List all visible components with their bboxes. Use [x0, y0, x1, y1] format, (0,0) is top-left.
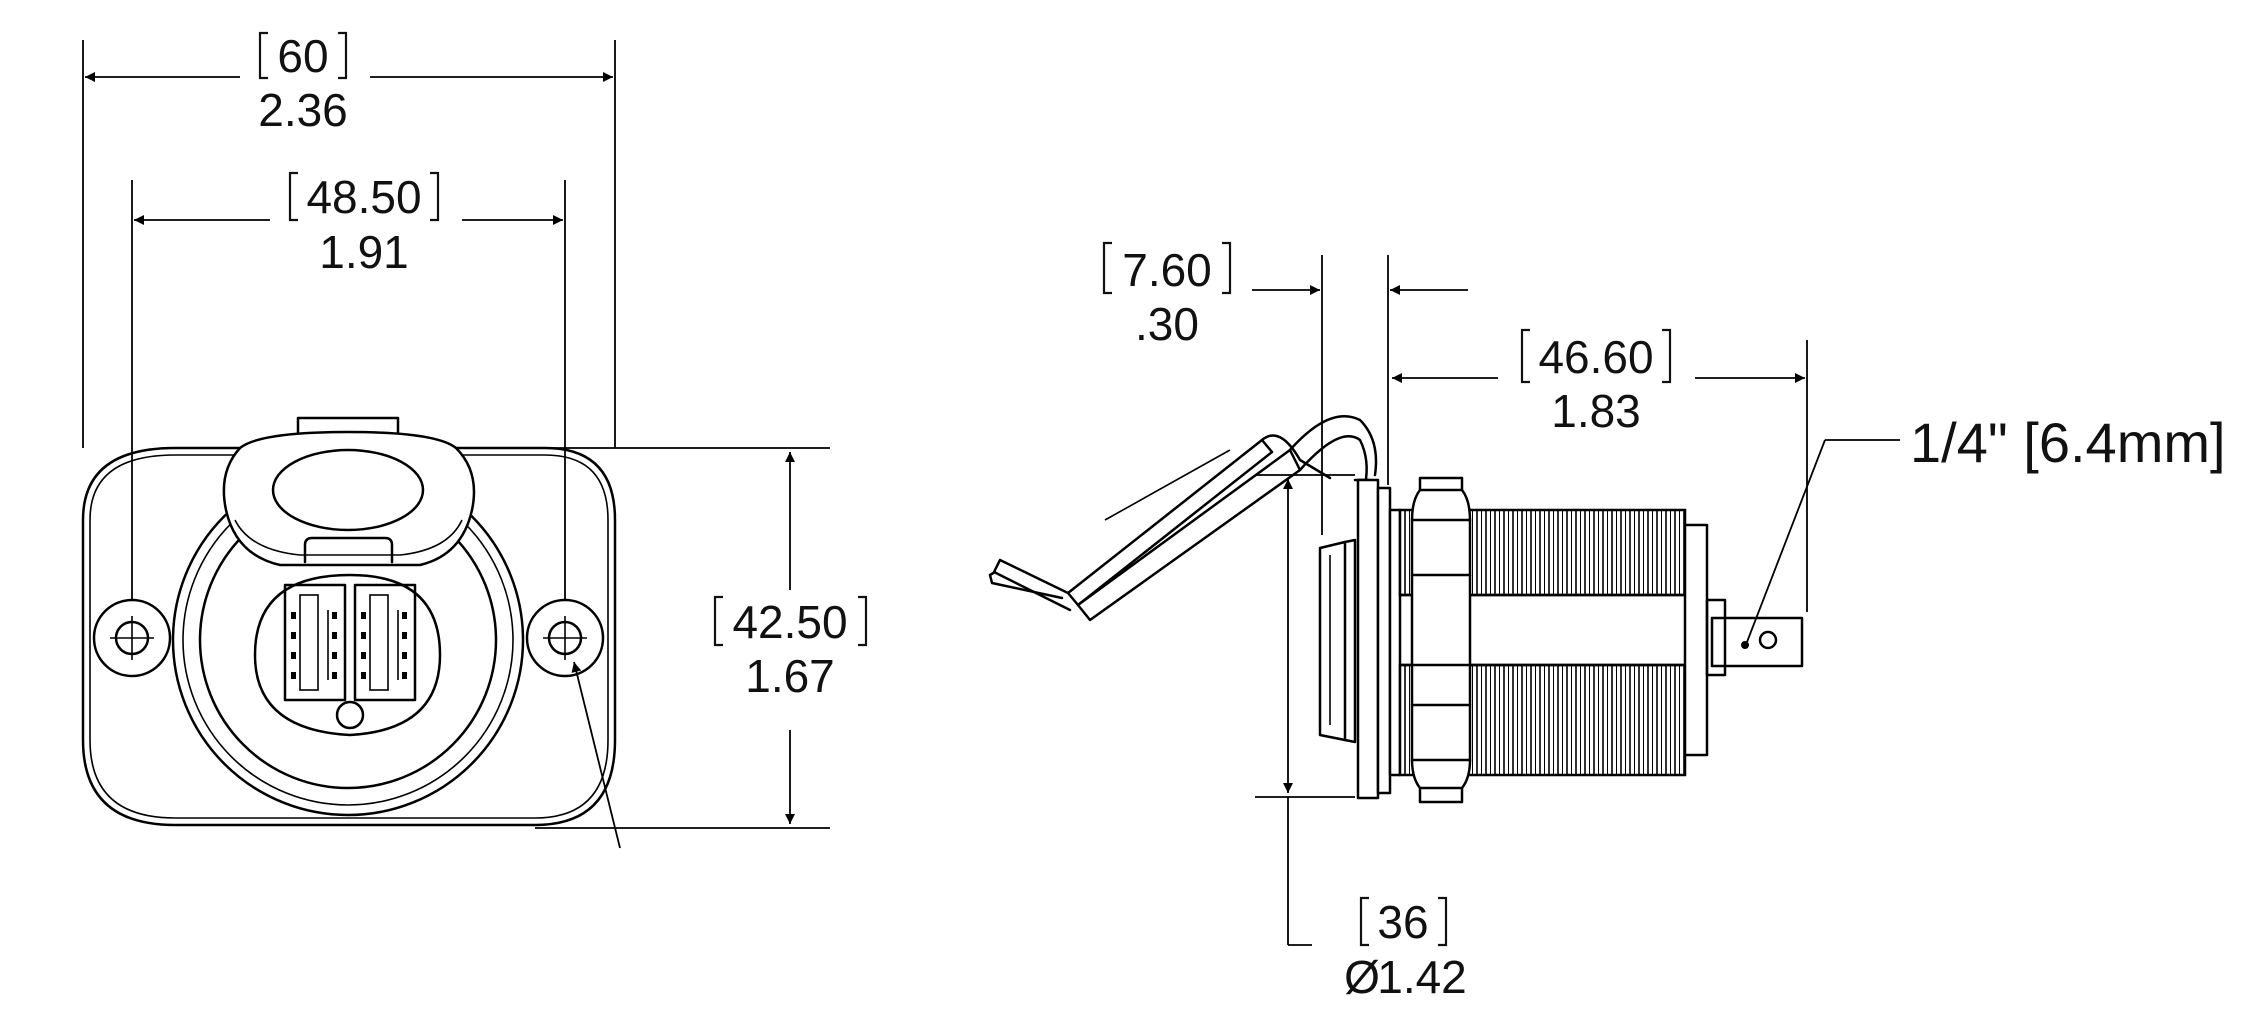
- hole-spacing-metric: 48.50: [306, 171, 421, 223]
- usb-port-left: [283, 583, 347, 702]
- diameter-symbol: Ø: [1344, 951, 1380, 1003]
- overall-width-imperial: 2.36: [258, 84, 348, 136]
- usb-opening: [253, 573, 442, 737]
- diameter-imperial: 1.42: [1377, 951, 1467, 1003]
- side-view: 7.60 .30 46.60 1.83 36 Ø 1.42: [988, 241, 2226, 1003]
- side-front-bezel: [1318, 538, 1357, 744]
- hole-spacing-imperial: 1.91: [319, 226, 409, 278]
- dimension-body-length: [1392, 328, 1808, 612]
- height-imperial: 1.67: [745, 650, 835, 702]
- flip-cap: [222, 430, 476, 567]
- mounting-hole-left: [92, 598, 172, 678]
- height-metric: 42.50: [732, 596, 847, 648]
- diameter-metric: 36: [1377, 896, 1428, 948]
- dimension-diameter: [1255, 474, 1448, 947]
- front-view: 60 2.36 48.50 1.91 42.50 1.67: [81, 30, 868, 849]
- hole-leader: [571, 661, 621, 849]
- dimension-flange-thickness: [1102, 241, 1468, 535]
- mounting-plate-inner-edge: [89, 454, 609, 819]
- mounting-hole-right: [525, 598, 605, 678]
- dimension-hole-spacing: [131, 171, 566, 600]
- body-length-metric: 46.60: [1538, 331, 1653, 383]
- cap-hinge-tab: [296, 416, 400, 438]
- terminal-callout: 1/4" [6.4mm]: [1910, 411, 2226, 474]
- flange-thickness-metric: 7.60: [1122, 244, 1212, 296]
- indicator-led: [335, 700, 365, 730]
- overall-width-metric: 60: [277, 30, 328, 82]
- side-hex-nut: [1410, 476, 1472, 804]
- flange-thickness-imperial: .30: [1135, 298, 1199, 350]
- side-open-cap: [988, 415, 1378, 622]
- dimension-overall-width: [82, 31, 616, 448]
- mounting-plate: [81, 446, 617, 827]
- dimension-height: [535, 447, 868, 829]
- usb-port-right: [353, 583, 417, 702]
- body-length-imperial: 1.83: [1551, 385, 1641, 437]
- side-flange: [1356, 478, 1402, 800]
- side-spade-terminal: [1705, 598, 1804, 677]
- terminal-leader: [1746, 439, 1900, 643]
